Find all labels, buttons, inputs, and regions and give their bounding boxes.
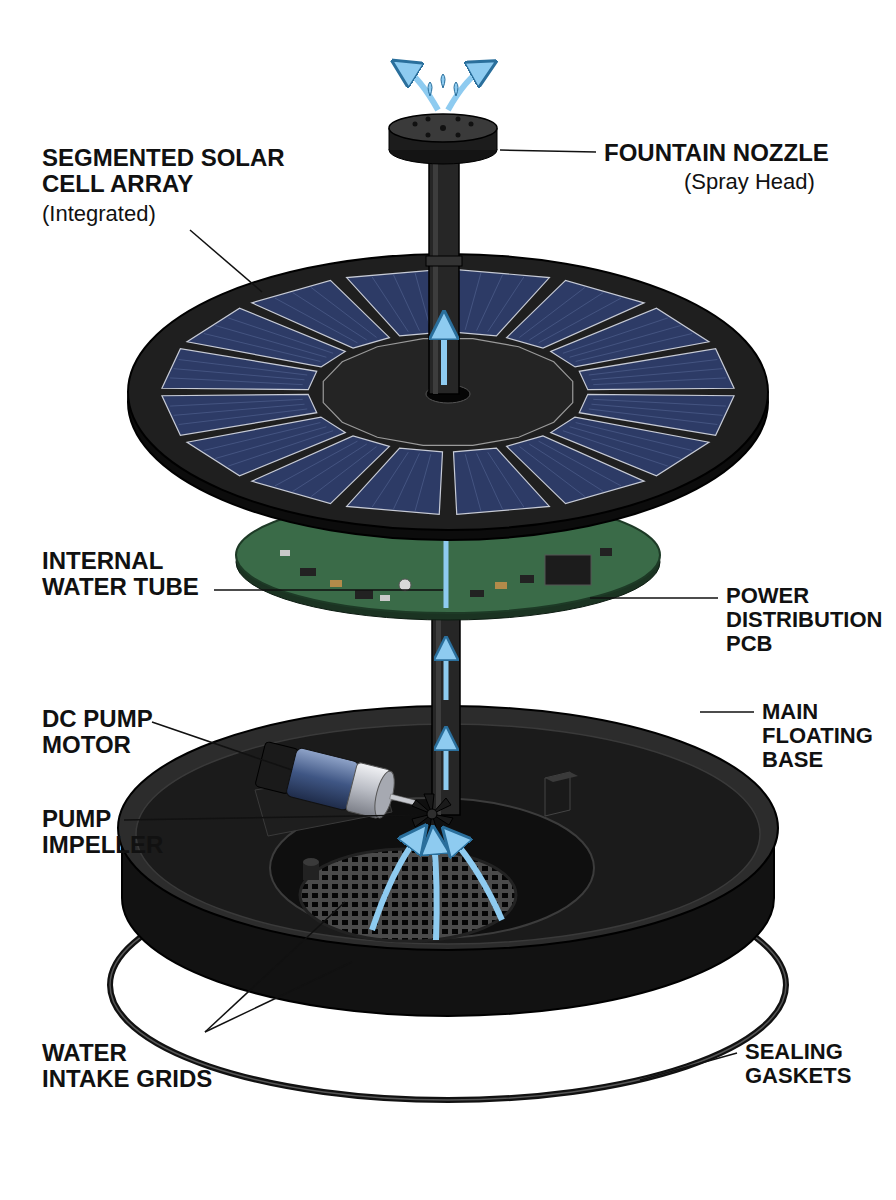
- cell-grid-line: [563, 318, 692, 362]
- intake-flow-arrow: [434, 840, 437, 940]
- part-label: (Integrated): [42, 202, 242, 226]
- pcb-board: [399, 579, 411, 591]
- pcb-board: [495, 582, 507, 589]
- fountain-nozzle: [441, 325, 447, 385]
- part-label: POWER DISTRIBUTION PCB: [726, 584, 890, 657]
- fountain-nozzle: [497, 128, 498, 150]
- fountain-nozzle: [456, 117, 461, 122]
- cell-grid-line: [204, 318, 333, 362]
- leader-line: [124, 150, 754, 1080]
- leader-line: [214, 589, 443, 591]
- leader-line: [124, 815, 418, 820]
- dc-pump-motor: [254, 739, 421, 826]
- water-tube: [444, 648, 449, 700]
- water-tube: [444, 738, 449, 790]
- fountain-nozzle: [389, 128, 390, 150]
- pump-impeller: [412, 794, 453, 834]
- leader-line: [205, 902, 345, 1032]
- fountain-nozzle: [440, 125, 446, 131]
- fountain-nozzle: [429, 150, 459, 394]
- pump-impeller: [427, 809, 437, 819]
- pcb-board: [545, 555, 591, 585]
- cell-grid-line: [372, 452, 431, 511]
- intake-flow-arrow: [372, 836, 502, 940]
- leader-line: [590, 597, 718, 599]
- water-tube: [432, 605, 460, 815]
- pump-impeller: [412, 794, 453, 834]
- floating-base: [303, 858, 319, 866]
- pcb-board: [470, 590, 484, 597]
- part-label: MAIN FLOATING BASE: [762, 700, 890, 773]
- cell-grid-line: [563, 423, 692, 467]
- intake-flow-arrow: [452, 838, 502, 920]
- water-spray: [404, 68, 438, 110]
- fountain-nozzle: [426, 133, 431, 138]
- floating-base: [118, 706, 778, 950]
- part-label: (Spray Head): [684, 170, 874, 194]
- cell-grid-line: [589, 399, 726, 424]
- fountain-nozzle: [469, 122, 474, 127]
- part-label: WATER INTAKE GRIDS: [42, 1040, 220, 1093]
- leader-line: [190, 230, 262, 292]
- water-spray: [441, 74, 445, 88]
- water-spray: [428, 82, 432, 96]
- cell-grid-line: [170, 399, 307, 424]
- part-label: SEGMENTED SOLAR CELL ARRAY: [42, 145, 304, 198]
- fountain-nozzle: [426, 117, 431, 122]
- intake-flow-arrow: [372, 836, 418, 930]
- leader-line: [205, 962, 352, 1032]
- floating-base: [118, 706, 778, 1016]
- fountain-nozzle: [426, 256, 462, 266]
- pcb-board: [380, 595, 390, 601]
- water-tube: [436, 605, 441, 815]
- pcb-board: [300, 568, 316, 576]
- leader-line: [500, 150, 596, 152]
- cell-grid-line: [204, 423, 333, 467]
- fountain-nozzle: [433, 150, 438, 394]
- cell-grid-line: [275, 288, 377, 343]
- cell-grid-line: [275, 441, 377, 496]
- water-spray: [404, 68, 484, 110]
- pcb-board: [330, 580, 342, 587]
- water-spray: [448, 68, 484, 110]
- part-label: FOUNTAIN NOZZLE: [604, 140, 874, 166]
- cell-grid-line: [465, 452, 524, 511]
- leader-line: [700, 711, 754, 713]
- water-tube: [432, 605, 460, 815]
- pcb-board: [280, 550, 290, 556]
- part-label: SEALING GASKETS: [745, 1040, 885, 1088]
- fountain-nozzle: [389, 114, 497, 394]
- fountain-nozzle: [456, 133, 461, 138]
- pcb-board: [355, 590, 373, 599]
- fountain-nozzle: [389, 114, 497, 142]
- dc-pump-motor: [390, 794, 416, 805]
- cell-grid-line: [372, 273, 431, 332]
- cell-grid-line: [519, 441, 621, 496]
- cell-grid-line: [465, 273, 524, 332]
- pcb-board: [600, 548, 612, 556]
- floating-base: [290, 840, 530, 950]
- dc-pump-motor: [371, 769, 398, 819]
- part-label: INTERNAL WATER TUBE: [42, 548, 214, 601]
- cell-grid-line: [589, 360, 726, 385]
- leader-line: [640, 1053, 737, 1080]
- cell-grid-line: [170, 360, 307, 385]
- part-label: DC PUMP MOTOR: [42, 706, 202, 759]
- floating-base: [545, 772, 578, 782]
- cell-grid-line: [519, 288, 621, 343]
- floating-base: [300, 849, 516, 941]
- water-spray: [454, 82, 458, 96]
- pcb-board: [520, 575, 534, 583]
- part-label: PUMP IMPELLER: [42, 806, 192, 859]
- leader-line: [152, 722, 292, 770]
- fountain-nozzle: [413, 122, 418, 127]
